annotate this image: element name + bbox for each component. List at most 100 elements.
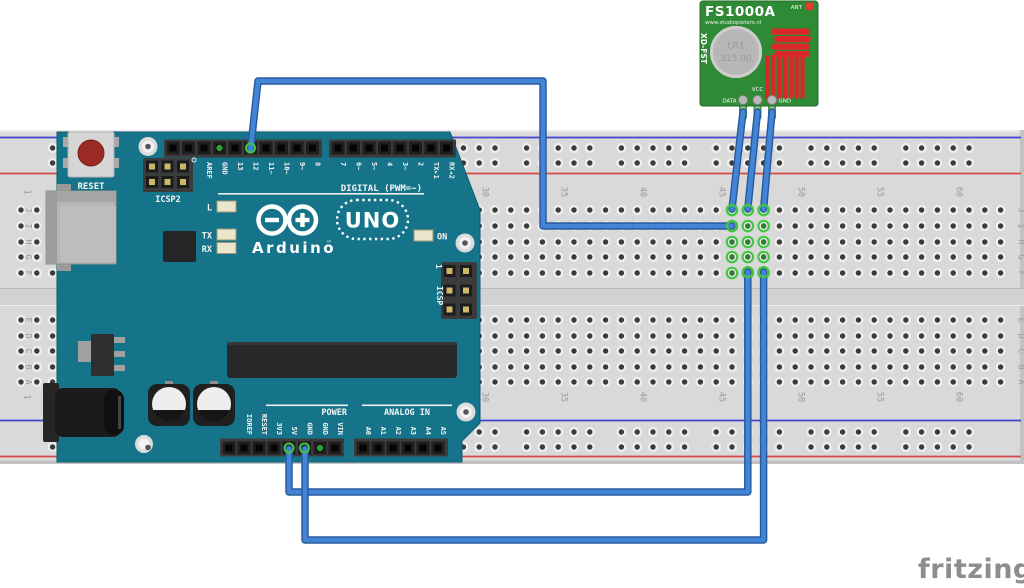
breadboard-bottom-edge bbox=[0, 460, 1024, 464]
led-tx-label: TX bbox=[202, 232, 212, 242]
pin-label: RX◂2 bbox=[448, 162, 456, 179]
analog-silk-line bbox=[362, 404, 452, 407]
led-l bbox=[216, 200, 237, 213]
rf-coil-and-saw bbox=[765, 28, 811, 99]
pin-label: 6~ bbox=[355, 162, 363, 170]
usb-connector bbox=[45, 184, 117, 271]
pin-label: A4 bbox=[424, 427, 432, 435]
mounting-holes bbox=[135, 137, 476, 453]
pin-label: 3~ bbox=[401, 162, 409, 170]
module-pin[interactable] bbox=[752, 94, 763, 106]
led-tx bbox=[216, 228, 237, 241]
saw-bar bbox=[776, 55, 782, 99]
breadboard-label: 50 bbox=[796, 392, 806, 402]
wires[interactable] bbox=[246, 77, 776, 544]
power-jack bbox=[43, 383, 124, 442]
pin-label: A2 bbox=[394, 427, 402, 435]
power-header-strip[interactable] bbox=[220, 438, 344, 457]
module-pins[interactable]: DATA VCC GND bbox=[722, 87, 792, 106]
breadboard-label: A bbox=[1016, 379, 1024, 384]
wire-end-ring bbox=[741, 265, 754, 279]
highlighted-hole bbox=[741, 235, 755, 249]
breadboard-label: 60 bbox=[954, 392, 964, 402]
pin-label: 8 bbox=[314, 162, 322, 166]
saw-bar bbox=[794, 55, 799, 99]
breadboard-label: F bbox=[23, 270, 33, 275]
pin-label: 2 bbox=[417, 162, 425, 166]
pin-label: 11~ bbox=[267, 162, 275, 175]
highlighted-hole bbox=[725, 250, 739, 264]
led-rx bbox=[216, 242, 237, 254]
breadboard-label: A bbox=[23, 379, 33, 384]
digital-silk-line bbox=[218, 193, 424, 195]
highlighted-hole bbox=[757, 250, 770, 264]
module-pin-label: GND bbox=[779, 99, 792, 105]
wire-end-ring bbox=[741, 203, 754, 217]
analog-caption: ANALOG IN bbox=[384, 408, 430, 418]
breadboard-label: 1 bbox=[22, 189, 32, 194]
pin-label: RESET bbox=[260, 414, 268, 435]
pin-label: 3V3 bbox=[275, 422, 283, 435]
highlighted-hole bbox=[741, 250, 755, 264]
power-silk-line bbox=[266, 404, 348, 407]
inductor-disc: LR1 315.00 bbox=[710, 26, 762, 78]
module-pin[interactable] bbox=[766, 94, 778, 106]
led-rx-label: RX bbox=[202, 245, 212, 255]
breadboard-label: B bbox=[1016, 364, 1024, 369]
pin-label: GND bbox=[306, 422, 314, 435]
pin-label: AREF bbox=[205, 162, 213, 179]
arduino-logo bbox=[256, 204, 319, 236]
breadboard-label: 60 bbox=[954, 187, 964, 197]
pin-label: GND bbox=[321, 422, 329, 435]
pin-label: TX▸1 bbox=[432, 162, 440, 179]
breadboard-label: D bbox=[1016, 333, 1024, 338]
breadboard-label: F bbox=[1016, 270, 1024, 275]
coil-bar bbox=[771, 28, 810, 35]
saw-bar bbox=[770, 55, 776, 99]
led-l-label: L bbox=[207, 204, 212, 214]
atmega-ic-edge bbox=[227, 342, 457, 345]
breadboard-label: G bbox=[1016, 254, 1024, 259]
breadboard-label: G bbox=[23, 254, 33, 259]
breadboard-label: I bbox=[1016, 223, 1024, 228]
voltage-regulator bbox=[78, 334, 125, 376]
arduino-brand-text: Arduino bbox=[252, 239, 336, 257]
ant-label: ANT bbox=[791, 5, 803, 11]
coil-bar bbox=[771, 43, 810, 50]
highlighted-hole bbox=[757, 219, 770, 233]
uno-badge: UNO bbox=[335, 198, 410, 241]
fs1000a-rf-transmitter[interactable]: FS1000A www.studiopieters.nl ANT XD-FST … bbox=[699, 0, 819, 121]
pin-label: 13 bbox=[236, 162, 244, 170]
pin-label: A0 bbox=[364, 427, 372, 435]
reset-button[interactable] bbox=[63, 131, 119, 178]
wire-end-ring bbox=[725, 219, 739, 233]
digital-caption: DIGITAL (PWM=~) bbox=[341, 184, 422, 194]
pin-label: 7 bbox=[339, 162, 347, 166]
module-pin[interactable] bbox=[737, 94, 749, 106]
module-pin-label: DATA bbox=[722, 99, 736, 105]
breadboard-label: 45 bbox=[717, 392, 727, 402]
connection-rings bbox=[216, 142, 770, 454]
connected-pin-ring bbox=[299, 442, 310, 454]
breadboard-label: 45 bbox=[717, 187, 727, 197]
module-pin-label: VCC bbox=[752, 87, 764, 93]
breadboard-label: J bbox=[23, 207, 33, 212]
icsp-pin1-label: 1 bbox=[434, 264, 443, 269]
pin-label: 12 bbox=[252, 162, 260, 170]
saw-bar bbox=[765, 55, 770, 99]
connected-pin-dot bbox=[316, 444, 324, 452]
breadboard-label: 30 bbox=[480, 187, 490, 197]
pin-label: VIN bbox=[336, 422, 344, 435]
reset-button-cap[interactable] bbox=[77, 139, 105, 167]
pin-label: 10~ bbox=[283, 162, 291, 175]
pin-label: 4 bbox=[386, 162, 394, 166]
capacitors bbox=[148, 381, 235, 426]
power-caption: POWER bbox=[321, 408, 347, 418]
digital-header-left-strip[interactable] bbox=[329, 139, 456, 158]
led-on-label: ON bbox=[437, 233, 447, 243]
highlighted-hole bbox=[741, 219, 755, 233]
breadboard-label: E bbox=[1016, 317, 1024, 322]
highlighted-hole bbox=[725, 235, 739, 249]
